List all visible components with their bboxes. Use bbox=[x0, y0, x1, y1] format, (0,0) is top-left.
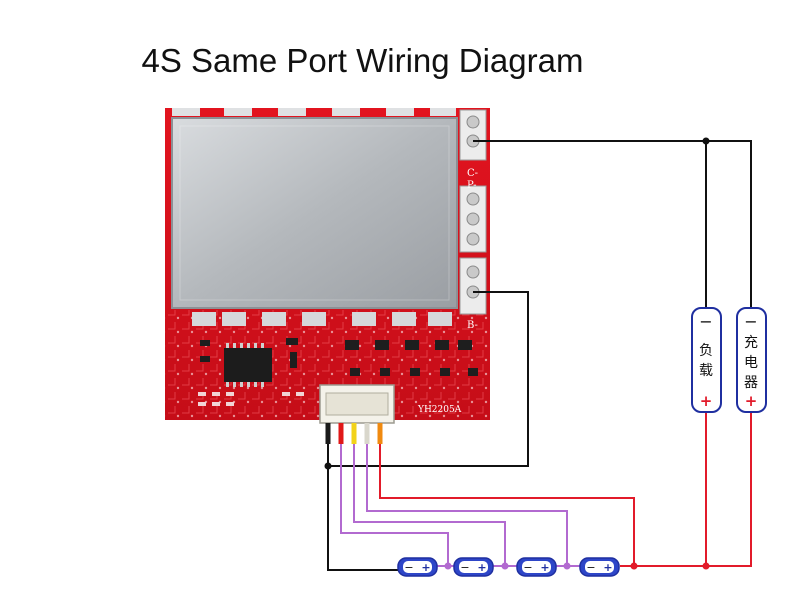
charger-minus-sign: − bbox=[744, 312, 757, 331]
charger-label-char-1: 充 bbox=[744, 335, 758, 351]
load-body bbox=[691, 307, 722, 413]
balance-lead-2 bbox=[353, 444, 506, 566]
battery-cell-1: − + bbox=[397, 557, 438, 577]
mosfet-pads bbox=[192, 312, 452, 326]
diagram-title: 4S Same Port Wiring Diagram bbox=[141, 42, 584, 79]
load-device: − 负 载 + bbox=[691, 307, 722, 413]
balance-lead-positive bbox=[379, 444, 635, 566]
junction-dots bbox=[324, 137, 710, 570]
battery-cell-2: − + bbox=[453, 557, 494, 577]
heat-shield bbox=[171, 117, 458, 309]
charger-body bbox=[736, 307, 767, 413]
wire-b-minus bbox=[328, 291, 529, 467]
cell-1-minus: − bbox=[404, 561, 413, 574]
balance-lead-1 bbox=[340, 444, 449, 566]
charger-label-char-3: 器 bbox=[744, 375, 758, 391]
load-label-char-2: 载 bbox=[699, 363, 713, 379]
cell-3-minus: − bbox=[523, 561, 532, 574]
charger-device: − 充 电 器 + bbox=[736, 307, 767, 413]
wire-battery-minus bbox=[327, 444, 402, 571]
battery-cell-3: − + bbox=[516, 557, 557, 577]
port-label-b: B- bbox=[467, 320, 478, 331]
port-label-p: P- bbox=[467, 180, 477, 191]
load-minus-sign: − bbox=[699, 312, 712, 331]
pad-column bbox=[459, 109, 487, 315]
wire-main-positive bbox=[620, 412, 752, 567]
cell-4-minus: − bbox=[586, 561, 595, 574]
battery-pack: − + − + − + − + bbox=[397, 557, 620, 577]
cell-2-plus: + bbox=[477, 561, 486, 574]
balance-connector bbox=[319, 384, 395, 424]
load-label-char-1: 负 bbox=[699, 343, 713, 359]
battery-cell-4: − + bbox=[579, 557, 620, 577]
charger-plus-sign: + bbox=[745, 392, 758, 410]
resistor-array bbox=[198, 392, 304, 406]
board-model: YH2205A bbox=[417, 405, 462, 415]
cell-2-minus: − bbox=[460, 561, 469, 574]
bms-board: C- P- B- bbox=[165, 108, 490, 444]
charger-label-char-2: 电 bbox=[744, 355, 758, 371]
load-plus-sign: + bbox=[700, 392, 713, 410]
wire-c-minus bbox=[473, 140, 752, 308]
heat-shield-bevel bbox=[179, 125, 450, 301]
balance-lead-3 bbox=[366, 444, 568, 566]
cell-4-plus: + bbox=[603, 561, 612, 574]
smd-components bbox=[200, 338, 478, 376]
cell-3-plus: + bbox=[540, 561, 549, 574]
control-ic bbox=[224, 343, 272, 387]
cell-1-plus: + bbox=[421, 561, 430, 574]
port-label-c: C- bbox=[467, 168, 478, 179]
connector-wires bbox=[325, 423, 383, 444]
top-pads bbox=[172, 108, 456, 116]
